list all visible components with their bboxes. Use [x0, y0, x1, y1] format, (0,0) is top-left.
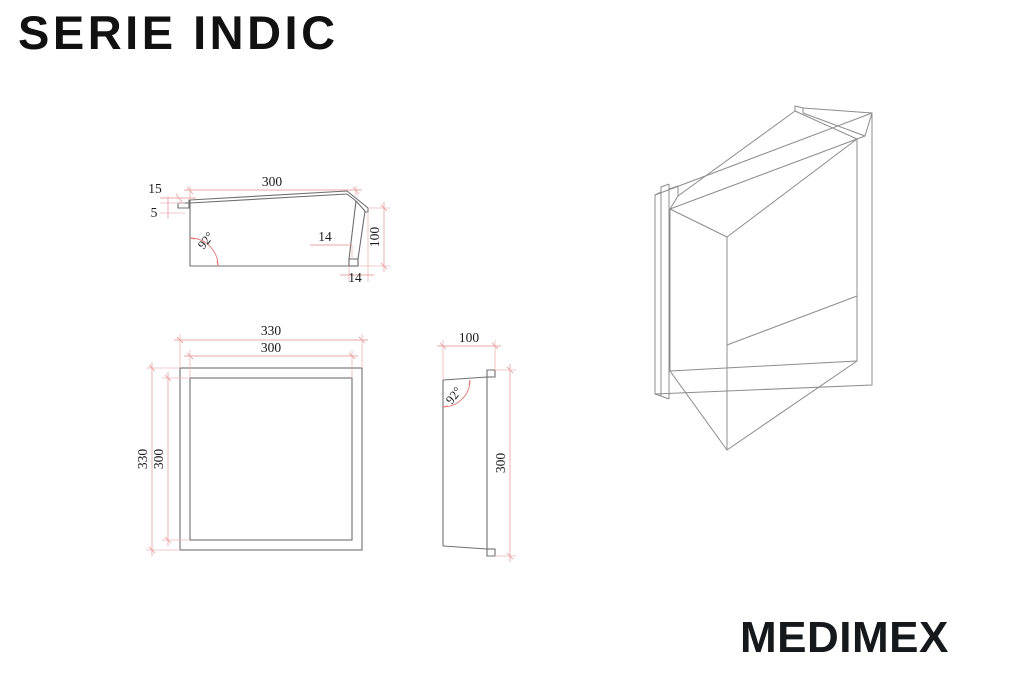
- dimension-label-300-height: 300: [151, 449, 166, 470]
- dimension-label-330-height: 330: [135, 449, 150, 470]
- iso-bottom-inner-edge: [726, 295, 858, 346]
- dimension-100-right: 100: [358, 202, 390, 272]
- top-section-profile: [177, 190, 369, 267]
- front-view-outline: [179, 367, 363, 551]
- dimension-label-300-side: 300: [493, 453, 508, 474]
- dimension-label-14-right: 14: [318, 229, 332, 244]
- dimension-300-width: 300: [184, 340, 358, 378]
- brand-logo: MEDIMEX: [740, 613, 949, 662]
- angle-92-top-view: 92°: [189, 229, 219, 267]
- dimension-label-14-bottom: 14: [348, 270, 362, 285]
- dimension-label-300-width: 300: [261, 340, 282, 355]
- front-view: 330 300 330: [135, 323, 368, 556]
- top-section-view: 15 5 300 14: [148, 174, 390, 285]
- page-title: SERIE INDIC: [18, 6, 339, 59]
- iso-front-frame: [654, 112, 873, 395]
- dimension-label-5: 5: [151, 205, 158, 220]
- iso-left-wall: [654, 183, 679, 400]
- dimension-300-top: 300: [184, 174, 362, 196]
- dimension-330-width: 330: [174, 323, 368, 368]
- dimension-label-15: 15: [148, 181, 162, 196]
- isometric-view: [654, 105, 873, 451]
- angle-label-92-side: 92°: [443, 384, 465, 406]
- dimension-300-side: 300: [493, 364, 516, 562]
- angle-label-92-top: 92°: [195, 229, 217, 251]
- dimension-label-330-width: 330: [261, 323, 282, 338]
- dimension-300-height: 300: [151, 372, 190, 546]
- dimension-100-side: 100: [437, 330, 501, 380]
- iso-back-panel: [669, 138, 858, 451]
- dimension-14-right: 14: [310, 229, 353, 259]
- iso-top-surface: [669, 105, 873, 210]
- dimension-label-100-right: 100: [367, 227, 382, 248]
- angle-92-side-view: 92°: [442, 379, 471, 408]
- dimension-14-bottom: 14: [340, 212, 374, 285]
- dimension-label-300-top: 300: [262, 174, 283, 189]
- dimension-5: 5: [151, 198, 185, 220]
- dimension-330-height: 330: [135, 362, 180, 556]
- dimension-label-100-side: 100: [459, 330, 480, 345]
- side-view: 100 92° 300: [437, 330, 516, 562]
